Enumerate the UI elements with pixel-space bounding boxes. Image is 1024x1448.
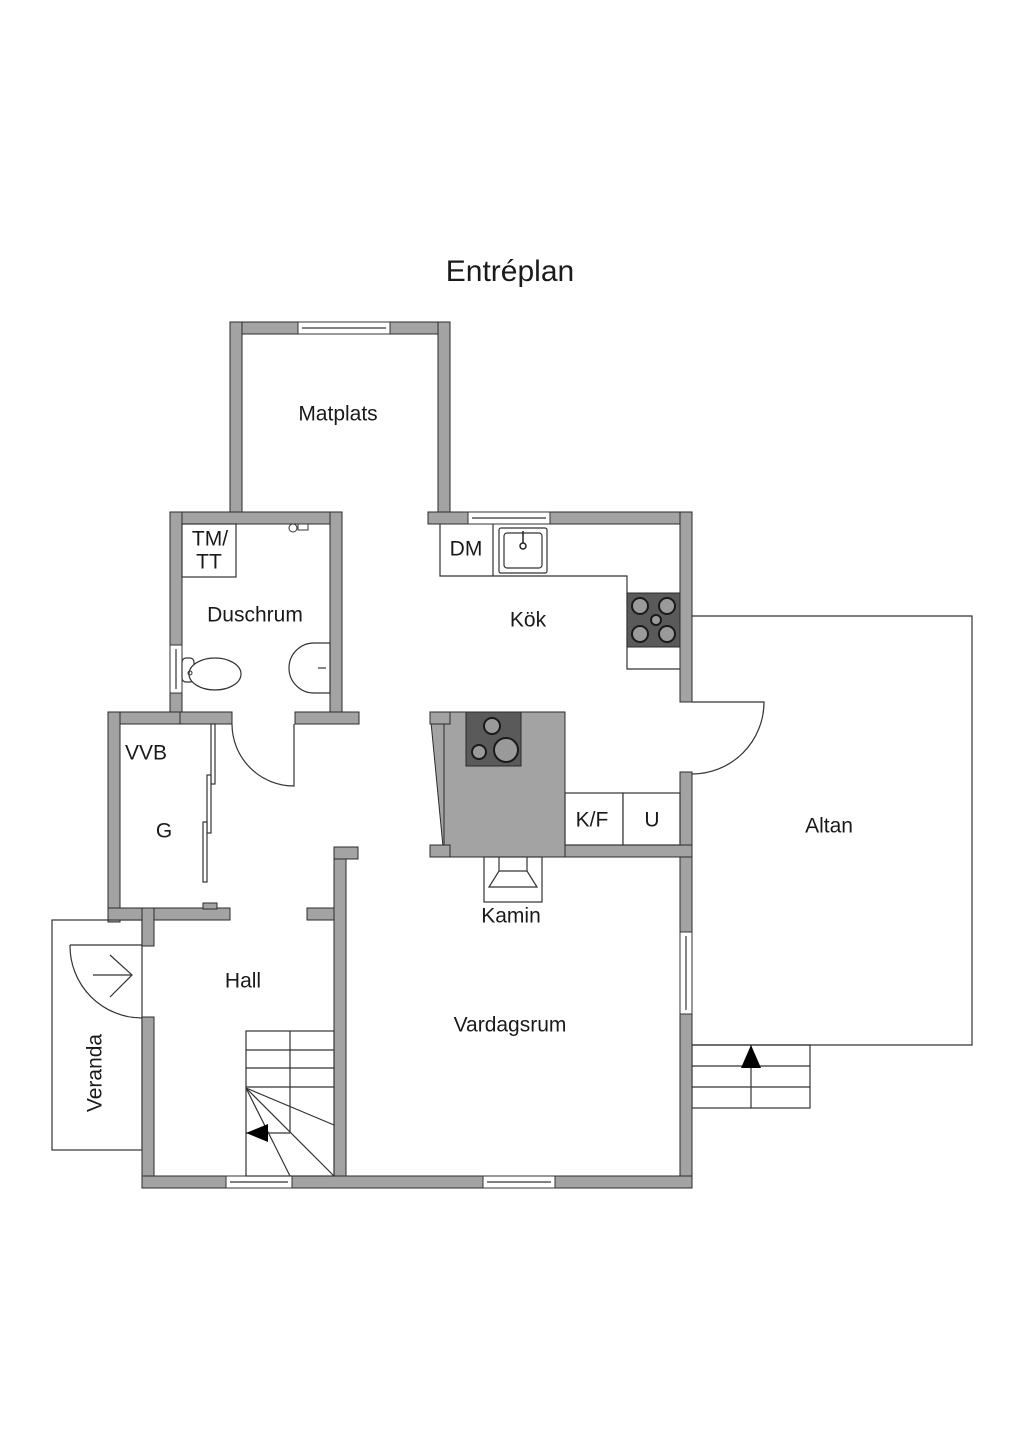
- arrow-right-icon: [93, 954, 133, 998]
- washbasin-icon: [288, 642, 331, 694]
- label-altan: Altan: [805, 815, 853, 838]
- label-dm: DM: [450, 538, 483, 561]
- room-labels: Matplats TM/ TT Duschrum DM Kök VVB G K/…: [84, 403, 853, 1113]
- window-hall: [225, 1175, 293, 1189]
- arrow-left-icon: [246, 1124, 268, 1142]
- toilet-icon: [181, 657, 242, 691]
- label-tm-tt-2: TT: [196, 551, 222, 574]
- window-matplats: [297, 321, 391, 335]
- label-matplats: Matplats: [298, 403, 377, 426]
- label-vvb: VVB: [125, 742, 167, 765]
- kitchen-sink-icon: [498, 527, 548, 574]
- hall-stairs: [245, 1030, 335, 1177]
- label-kok: Kök: [510, 609, 547, 632]
- walls: [107, 321, 693, 1189]
- label-kf: K/F: [576, 809, 609, 832]
- label-tm-tt-1: TM/: [192, 528, 228, 551]
- label-u: U: [644, 809, 659, 832]
- shower-icon: [288, 523, 309, 533]
- fireplace-icon: [483, 856, 543, 903]
- duschrum-fixtures: [181, 523, 331, 694]
- window-vardagsrum-bottom: [482, 1175, 556, 1189]
- label-duschrum: Duschrum: [207, 604, 303, 627]
- windows: [169, 321, 693, 1189]
- label-kamin: Kamin: [481, 905, 541, 928]
- label-vardagsrum: Vardagsrum: [454, 1014, 567, 1037]
- doors: [202, 701, 765, 883]
- window-duschrum: [169, 644, 183, 694]
- plan-title: Entréplan: [446, 255, 574, 288]
- deck-stairs: [691, 1044, 811, 1109]
- arrow-up-icon: [741, 1045, 761, 1068]
- kitchen-fixtures: [429, 524, 681, 903]
- stove-icon: [626, 592, 681, 648]
- island-hob-icon: [465, 711, 522, 767]
- label-hall: Hall: [225, 970, 261, 993]
- label-veranda: Veranda: [84, 1034, 107, 1113]
- window-kok: [467, 511, 551, 525]
- window-vardagsrum-side: [679, 931, 693, 1015]
- label-g: G: [156, 820, 172, 843]
- altan-deck: [691, 615, 973, 1109]
